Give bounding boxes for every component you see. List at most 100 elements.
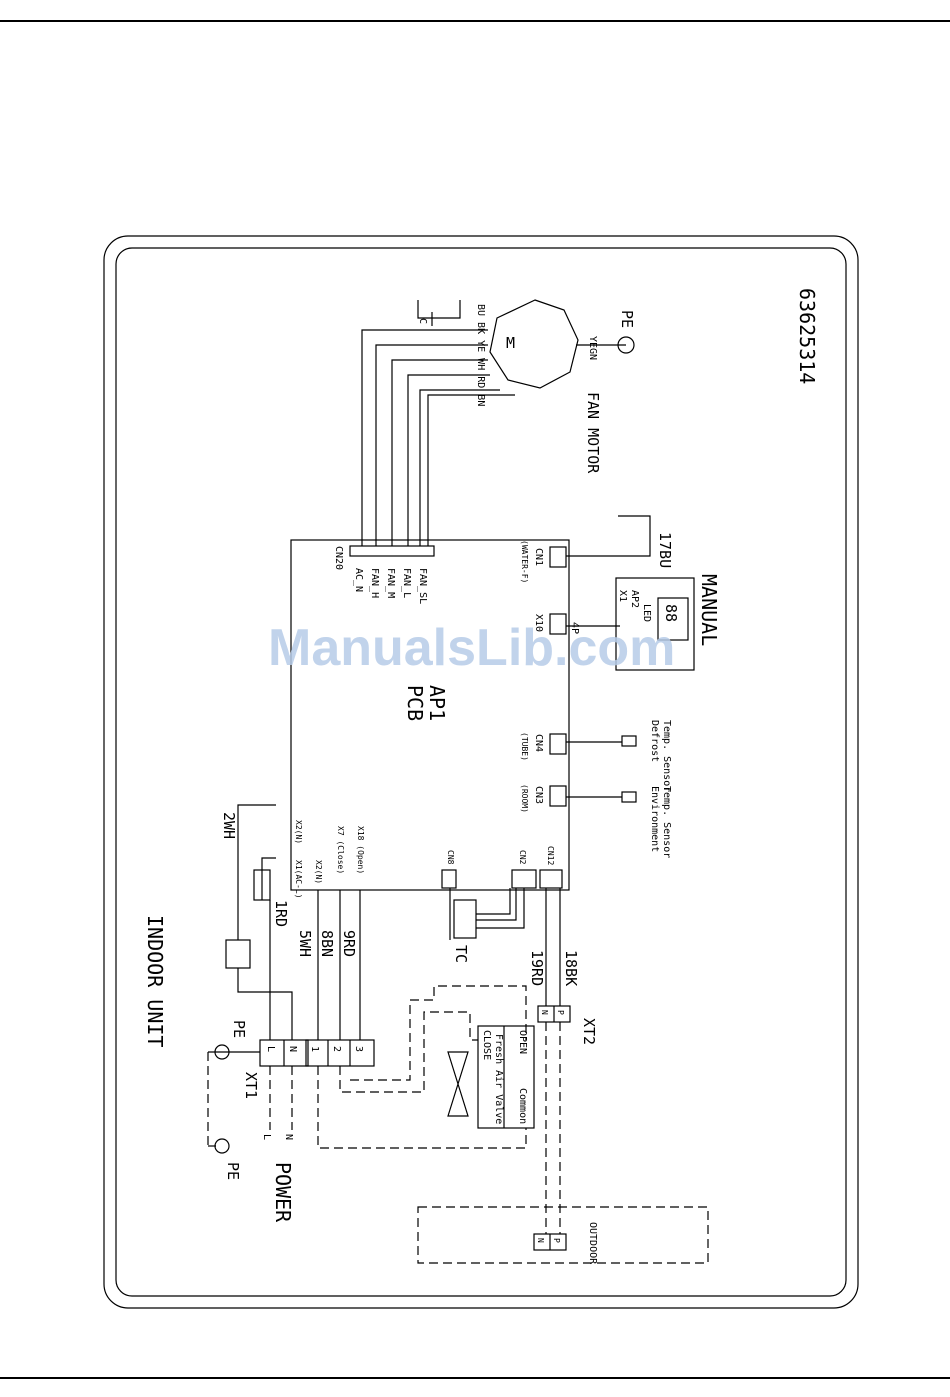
valve-label: Fresh Air Valve [493, 1034, 504, 1124]
valve-wire-open [350, 985, 527, 1081]
wire-18bk-label: 18BK [562, 950, 580, 986]
display-ap2: AP2 [629, 590, 640, 608]
cn20-pin-5: FAN_SL [417, 568, 428, 604]
pcb-term-x2n-top: X2(N) [294, 820, 303, 844]
footer-rule [0, 1377, 950, 1379]
valve-open: OPEN [517, 1030, 528, 1054]
pe-ground-icon-top [214, 1044, 230, 1060]
cn4-sensor-1: Defrost [649, 720, 660, 762]
valve-common: Common [517, 1088, 528, 1124]
cn8-label: CN8 [446, 850, 455, 865]
cn1-connector [549, 546, 567, 568]
transformer [453, 899, 477, 939]
wire-8bn-label: 8BN [318, 930, 336, 957]
cn4-sensor-2: Temp. Sensor [661, 720, 672, 792]
valve-close: CLOSE [481, 1030, 492, 1060]
cn1-label: CN1 [533, 548, 544, 566]
cn3-connector [549, 785, 567, 807]
frame-outer [103, 235, 859, 1309]
cn2-connector [511, 869, 537, 889]
cn20-pin-2: FAN_H [369, 568, 380, 598]
xt1-pin-l: L [265, 1046, 276, 1052]
valve-terminal-block [305, 1039, 375, 1067]
cn4-connector [549, 733, 567, 755]
cn3-sensor [621, 791, 637, 803]
fan-ground-icon [617, 336, 635, 354]
fan-ground-label: PE [618, 310, 636, 328]
wire-19rd-label: 19RD [528, 950, 546, 986]
display-led-icon [657, 597, 689, 641]
fan-cap-label: C [417, 318, 428, 324]
fan-motor [489, 299, 579, 389]
indoor-unit-label: INDOOR UNIT [143, 915, 167, 1047]
cn20-pin-4: FAN_L [401, 568, 412, 598]
wire-1rd [261, 857, 276, 900]
fan-capacitor [417, 300, 461, 319]
pcb-term-x2n: X2(N) [314, 860, 323, 884]
x10-connector [549, 613, 567, 635]
display-wire-label: 4P [569, 622, 580, 634]
fan-ground-wire-color: YEGN [587, 336, 598, 360]
power-n-label: N [283, 1134, 294, 1140]
wire-1rd-label: 1RD [272, 900, 290, 927]
wire-9rd-label: 9RD [340, 930, 358, 957]
valve-term-2: 2 [331, 1046, 342, 1052]
header-rule [0, 20, 950, 22]
power-l-label: L [261, 1134, 272, 1140]
wire-2wh-label: 2WH [220, 812, 238, 839]
cn1-function: (WATER-F) [520, 540, 529, 583]
outdoor-box [417, 1206, 709, 1264]
pcb-ref: AP1 [425, 685, 449, 721]
transformer-label: TC [452, 945, 470, 963]
valve-wire-common [317, 1066, 527, 1149]
xt1-label: XT1 [242, 1072, 260, 1099]
valve-symbol-icon [447, 1051, 469, 1117]
cn3-sensor-1: Environment [649, 786, 660, 852]
cn3-label: CN3 [533, 786, 544, 804]
cn12-connector [539, 869, 563, 889]
fuse-1rd [253, 869, 271, 901]
tc-wire-c [476, 888, 525, 929]
cn20-label: CN20 [333, 546, 344, 570]
outdoor-pin-n: N [536, 1238, 545, 1243]
cn20-connector [349, 545, 435, 557]
wire-2wh [237, 804, 276, 940]
fuse-2wh [225, 939, 251, 969]
pcb-name: PCB [403, 685, 427, 721]
xt2-pin-n: N [540, 1010, 549, 1015]
cn4-sensor [621, 735, 637, 747]
valve-term-1: 1 [309, 1046, 320, 1052]
x10-label: X10 [533, 614, 544, 632]
wire-5wh-label: 5WH [296, 930, 314, 957]
xt1-pin-n: N [287, 1046, 298, 1052]
pe-ground-icon-bottom [214, 1138, 230, 1154]
power-label: POWER [271, 1162, 295, 1223]
cn8-connector [441, 869, 457, 889]
cn20-pin-3: FAN_M [385, 568, 396, 598]
doc-number: 63625314 [795, 288, 819, 384]
watermark: ManualsLib.com [268, 619, 675, 677]
xt2-label: XT2 [580, 1018, 598, 1045]
cn2-label: CN2 [518, 850, 527, 865]
fan-motor-label: FAN MOTOR [584, 392, 602, 474]
fan-motor-symbol: M [506, 334, 515, 352]
fan-motor-wire-colors: BU BK YE WH RD BN [475, 304, 486, 406]
pe-label-bottom: PE [224, 1162, 242, 1180]
pcb-term-x7: X7 (Close) [336, 826, 345, 874]
tc-wire-b [476, 888, 517, 921]
pcb-term-x18: X18 (Open) [356, 826, 365, 874]
xt2-pin-p: P [556, 1010, 565, 1015]
cn20-pin-1: AC_N [353, 568, 364, 592]
display-led-label: LED [641, 604, 652, 622]
cn3-function: (ROOM) [520, 784, 529, 813]
cn12-label: CN12 [546, 846, 555, 865]
cn1-wire [566, 515, 651, 557]
cn3-sensor-2: Temp. Sensor [661, 786, 672, 858]
pcb-box [290, 539, 570, 891]
tc-wire-d [476, 888, 511, 915]
display-caption: MANUAL [697, 574, 721, 646]
outdoor-label: OUTDOOR [587, 1222, 598, 1265]
pe-label-top: PE [230, 1020, 248, 1038]
wire-2wh-to-n [237, 968, 293, 1040]
